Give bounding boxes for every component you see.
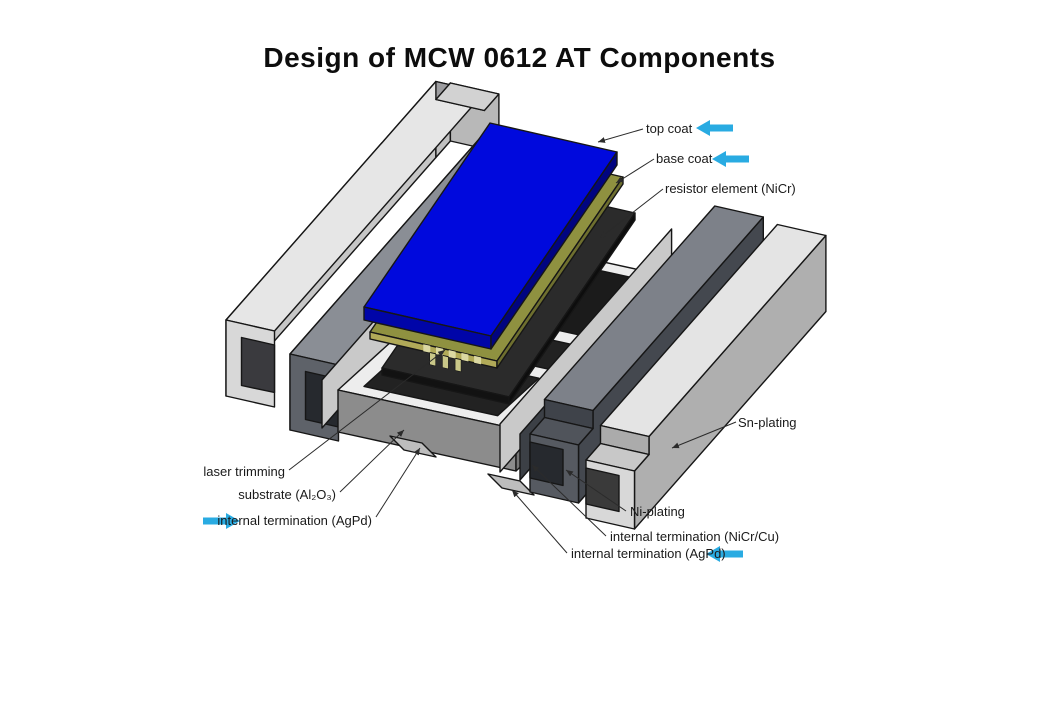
leader-laser-trimming [288, 349, 446, 471]
leader-lines [288, 128, 737, 554]
label-internal-termination-agpd-left: internal termination (AgPd) [217, 513, 372, 528]
leader-sn-plating [671, 421, 737, 449]
arrow-left-icon [712, 151, 749, 167]
leader-agpd-bottom [511, 489, 568, 554]
label-sn-plating: Sn-plating [738, 415, 797, 430]
laser-trim-marks [423, 344, 482, 373]
leader-base-coat [615, 158, 655, 184]
page-title: Design of MCW 0612 AT Components [263, 42, 776, 73]
arrow-left-icon [706, 546, 743, 562]
label-internal-termination-agpd-bottom: internal termination (AgPd) [571, 546, 726, 561]
label-base-coat: base coat [656, 151, 713, 166]
arrow-right-icon [203, 513, 240, 529]
sn-plating-channel [585, 223, 827, 530]
leader-substrate [339, 429, 405, 493]
label-resistor-element: resistor element (NiCr) [665, 181, 796, 196]
leader-resistor [599, 188, 664, 239]
label-internal-termination-nicr-cu: internal termination (NiCr/Cu) [610, 529, 780, 544]
label-ni-plating: Ni-plating [630, 504, 685, 519]
leader-top-coat [597, 128, 644, 143]
leader-ni-plating [565, 469, 627, 512]
agpd-termination-left-tab [389, 435, 437, 458]
leader-agpd-left [375, 447, 421, 518]
label-substrate: substrate (Al₂O₃) [238, 487, 336, 502]
arrow-left-icon [696, 120, 733, 136]
top-coat-layer [363, 122, 618, 350]
label-top-coat: top coat [646, 121, 693, 136]
label-laser-trimming: laser trimming [203, 464, 285, 479]
annotation-arrows [203, 120, 749, 562]
left-outer-plating-channel [225, 80, 500, 408]
leader-nicr-cu [531, 464, 607, 537]
